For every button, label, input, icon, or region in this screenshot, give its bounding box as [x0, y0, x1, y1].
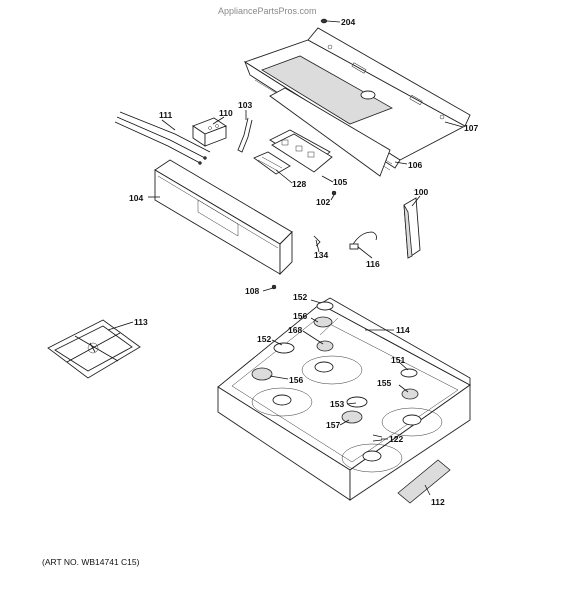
label-102: 102: [316, 197, 330, 207]
part-110-spark-module: [192, 117, 227, 147]
label-152-top: 152: [293, 292, 307, 302]
label-156-left: 156: [289, 375, 303, 385]
label-106: 106: [408, 160, 422, 170]
label-114: 114: [396, 325, 410, 335]
label-157: 157: [326, 420, 340, 430]
label-108: 108: [245, 286, 259, 296]
part-152-burner-cap-left: [273, 342, 295, 354]
label-122: 122: [389, 434, 403, 444]
part-112-insulation: [397, 459, 451, 504]
part-151-burner-cap-right: [400, 368, 418, 378]
watermark: AppliancePartsPros.com: [218, 6, 317, 16]
label-103: 103: [238, 100, 252, 110]
part-102-screw: [331, 190, 337, 196]
leader-lines: [107, 20, 464, 496]
part-103-bracket: [237, 117, 253, 153]
part-104-control-panel: [154, 159, 293, 276]
part-100-side-trim: [403, 197, 421, 259]
label-153: 153: [330, 399, 344, 409]
label-111: 111: [159, 110, 173, 120]
part-152-burner-cap-top: [316, 301, 334, 311]
label-204: 204: [341, 17, 355, 27]
part-157-burner-head: [341, 410, 363, 424]
label-116: 116: [366, 259, 380, 269]
part-153-burner-cap-center: [346, 396, 368, 408]
label-134: 134: [314, 250, 328, 260]
part-156-burner-head-top: [313, 316, 333, 328]
label-155: 155: [377, 378, 391, 388]
label-156-top: 156: [293, 311, 307, 321]
label-107: 107: [464, 123, 478, 133]
label-104: 104: [129, 193, 143, 203]
part-113-burner-grate: [47, 319, 141, 379]
label-113: 113: [134, 317, 148, 327]
part-111-wire-harness: [114, 111, 211, 165]
label-110: 110: [219, 108, 233, 118]
label-128: 128: [292, 179, 306, 189]
label-100: 100: [414, 187, 428, 197]
label-105: 105: [333, 177, 347, 187]
label-152-left: 152: [257, 334, 271, 344]
art-number: (ART NO. WB14741 C15): [42, 557, 140, 567]
part-128-keypad: [253, 151, 291, 175]
part-116-wire: [349, 231, 377, 250]
label-168: 168: [288, 325, 302, 335]
part-122-igniter: [372, 434, 383, 442]
control-board: [269, 129, 333, 173]
part-204-screw: [320, 18, 328, 24]
part-labels: 204 107 106 111 110 103 128 105 102 100 …: [129, 17, 478, 507]
burner-heads: [251, 340, 422, 462]
label-112: 112: [431, 497, 445, 507]
backsplash-panel: [243, 27, 471, 177]
label-151: 151: [391, 355, 405, 365]
